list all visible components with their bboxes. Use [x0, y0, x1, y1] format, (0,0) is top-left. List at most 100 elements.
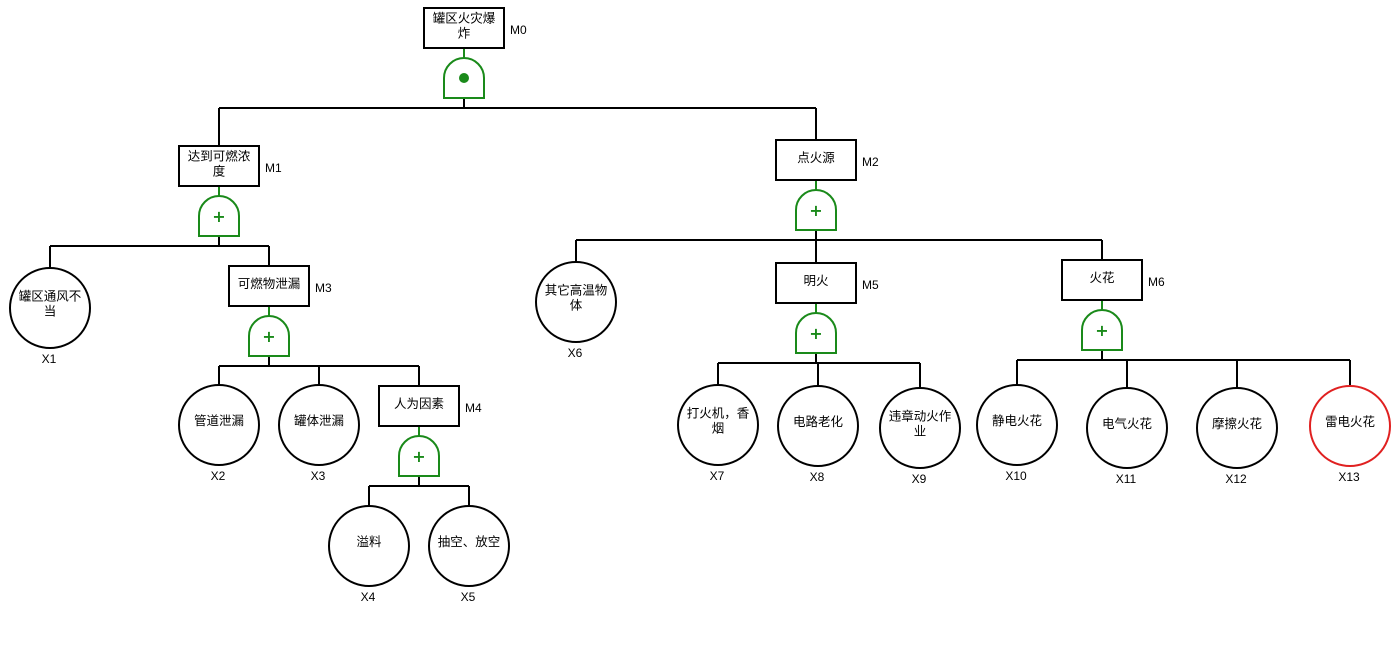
gate-shape[interactable] [795, 189, 837, 231]
event-id: M0 [510, 23, 527, 37]
and-gate-G0[interactable] [443, 57, 485, 99]
event-circle[interactable] [1196, 387, 1278, 469]
event-box[interactable] [1061, 259, 1143, 301]
event-box[interactable] [423, 7, 505, 49]
event-id: M5 [862, 278, 879, 292]
or-plus-icon: + [212, 207, 225, 226]
intermediate-event-M4[interactable]: 人为因素 M4 [378, 385, 482, 427]
event-box[interactable] [228, 265, 310, 307]
gate-shape[interactable] [198, 195, 240, 237]
and-dot-icon [459, 73, 469, 83]
or-plus-icon: + [809, 324, 822, 343]
basic-event-X10[interactable]: 静电火花 X10 [976, 384, 1058, 483]
or-gate-G2[interactable]: + [795, 189, 837, 231]
event-label-line: 罐区火灾爆 [433, 11, 496, 26]
event-label-line: 烟 [712, 421, 725, 436]
or-plus-icon: + [412, 447, 425, 466]
event-id: M2 [862, 155, 879, 169]
gate-shape[interactable] [248, 315, 290, 357]
event-id: X6 [568, 346, 583, 360]
or-plus-icon: + [262, 327, 275, 346]
event-label-line: 违章动火作 [889, 409, 952, 424]
event-circle[interactable] [677, 384, 759, 466]
or-gate-G6[interactable]: + [1081, 309, 1123, 351]
event-circle[interactable] [328, 505, 410, 587]
basic-event-X2[interactable]: 管道泄漏 X2 [178, 384, 260, 483]
event-circle[interactable] [178, 384, 260, 466]
event-id: X12 [1225, 472, 1247, 486]
event-circle[interactable] [535, 261, 617, 343]
event-label-line: 罐区通风不 [19, 289, 82, 304]
event-circle[interactable] [278, 384, 360, 466]
or-gate-G1[interactable]: + [198, 195, 240, 237]
event-label-line: 电路老化 [793, 414, 844, 429]
event-id: M4 [465, 401, 482, 415]
event-id: X8 [810, 470, 825, 484]
event-label-line: 溢料 [356, 534, 382, 549]
event-circle[interactable] [777, 385, 859, 467]
event-label-line: 当 [44, 304, 57, 319]
or-gate-G3[interactable]: + [248, 315, 290, 357]
event-label-line: 罐体泄漏 [294, 413, 344, 428]
event-circle[interactable] [1086, 387, 1168, 469]
event-label-line: 电气火花 [1102, 416, 1152, 431]
event-label-line: 达到可燃浓 [188, 149, 251, 164]
or-gate-G4[interactable]: + [398, 435, 440, 477]
event-id: X11 [1116, 472, 1137, 486]
event-id: X2 [211, 469, 226, 483]
event-box[interactable] [378, 385, 460, 427]
event-id: X13 [1338, 470, 1360, 484]
event-id: X10 [1005, 469, 1027, 483]
event-label-line: 人为因素 [394, 396, 444, 411]
event-id: X3 [311, 469, 326, 483]
event-id: X1 [42, 352, 57, 366]
event-circle[interactable] [879, 387, 961, 469]
event-label-line: 度 [213, 164, 226, 179]
basic-event-X8[interactable]: 电路老化 X8 [777, 385, 859, 484]
connectors [49, 48, 1351, 506]
event-label-line: 业 [914, 424, 927, 439]
event-label-line: 火花 [1089, 270, 1114, 285]
gate-shape[interactable] [1081, 309, 1123, 351]
event-label-line: 摩擦火花 [1212, 416, 1262, 431]
event-label-line: 其它高温物 [545, 283, 608, 298]
basic-event-X12[interactable]: 摩擦火花 X12 [1196, 387, 1278, 486]
event-circle[interactable] [976, 384, 1058, 466]
event-circle[interactable] [1309, 385, 1391, 467]
event-label-line: 雷电火花 [1325, 414, 1375, 429]
gate-shape[interactable] [398, 435, 440, 477]
basic-event-X11[interactable]: 电气火花 X11 [1086, 387, 1168, 486]
event-id: X9 [912, 472, 927, 486]
event-box[interactable] [178, 145, 260, 187]
or-gate-G5[interactable]: + [795, 312, 837, 354]
gate-shape[interactable] [795, 312, 837, 354]
event-label-line: 体 [570, 298, 583, 313]
event-id: M3 [315, 281, 332, 295]
event-circle[interactable] [428, 505, 510, 587]
event-label-line: 管道泄漏 [194, 413, 244, 428]
event-id: M1 [265, 161, 282, 175]
event-box[interactable] [775, 139, 857, 181]
event-box[interactable] [775, 262, 857, 304]
event-label-line: 打火机，香 [687, 406, 750, 421]
basic-event-X13[interactable]: 雷电火花 X13 [1309, 385, 1391, 484]
basic-event-X3[interactable]: 罐体泄漏 X3 [278, 384, 360, 483]
event-circle[interactable] [9, 267, 91, 349]
gates: + + + + + + [198, 57, 1123, 477]
event-label-line: 炸 [458, 26, 471, 41]
event-label-line: 静电火花 [992, 413, 1042, 428]
